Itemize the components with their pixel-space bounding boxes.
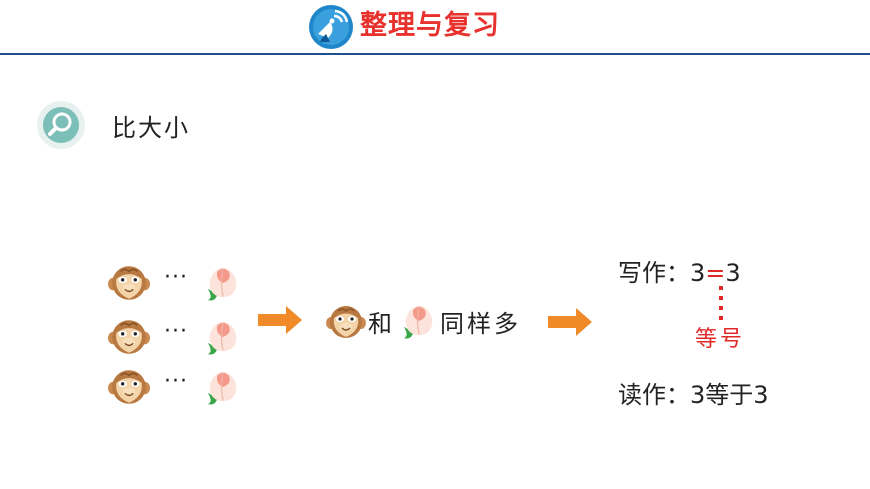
monkey-icon bbox=[108, 265, 150, 301]
satellite-dish-icon bbox=[309, 5, 353, 49]
peach-icon bbox=[403, 305, 433, 340]
result-text: 同样多 bbox=[440, 310, 521, 338]
section-title: 比大小 bbox=[112, 114, 190, 142]
header-divider bbox=[0, 53, 870, 55]
equals-sign: = bbox=[705, 259, 726, 287]
dots: ··· bbox=[164, 265, 188, 290]
monkey-icon bbox=[108, 369, 150, 405]
peach-icon bbox=[207, 321, 237, 356]
reading-line: 读作：3等于3 bbox=[618, 380, 769, 410]
connector-text: 和 bbox=[368, 310, 392, 338]
pointer-dotted-line bbox=[719, 286, 723, 320]
dots: ··· bbox=[164, 319, 188, 344]
sign-name-label: 等号 bbox=[695, 327, 746, 352]
peach-icon bbox=[207, 267, 237, 302]
dots: ··· bbox=[164, 369, 188, 394]
page-title: 整理与复习 bbox=[360, 10, 500, 41]
monkey-icon bbox=[108, 319, 150, 355]
writing-label: 写作： bbox=[618, 259, 690, 287]
arrow-right-icon bbox=[548, 308, 592, 336]
writing-left: 3 bbox=[690, 259, 706, 287]
magnifier-icon bbox=[37, 101, 85, 149]
reading-value: 3等于3 bbox=[690, 381, 769, 409]
arrow-right-icon bbox=[258, 306, 302, 334]
peach-icon bbox=[207, 371, 237, 406]
writing-right: 3 bbox=[725, 259, 741, 287]
monkey-icon bbox=[326, 305, 366, 339]
writing-line: 写作：3=3 bbox=[618, 258, 741, 288]
reading-label: 读作： bbox=[618, 381, 690, 409]
